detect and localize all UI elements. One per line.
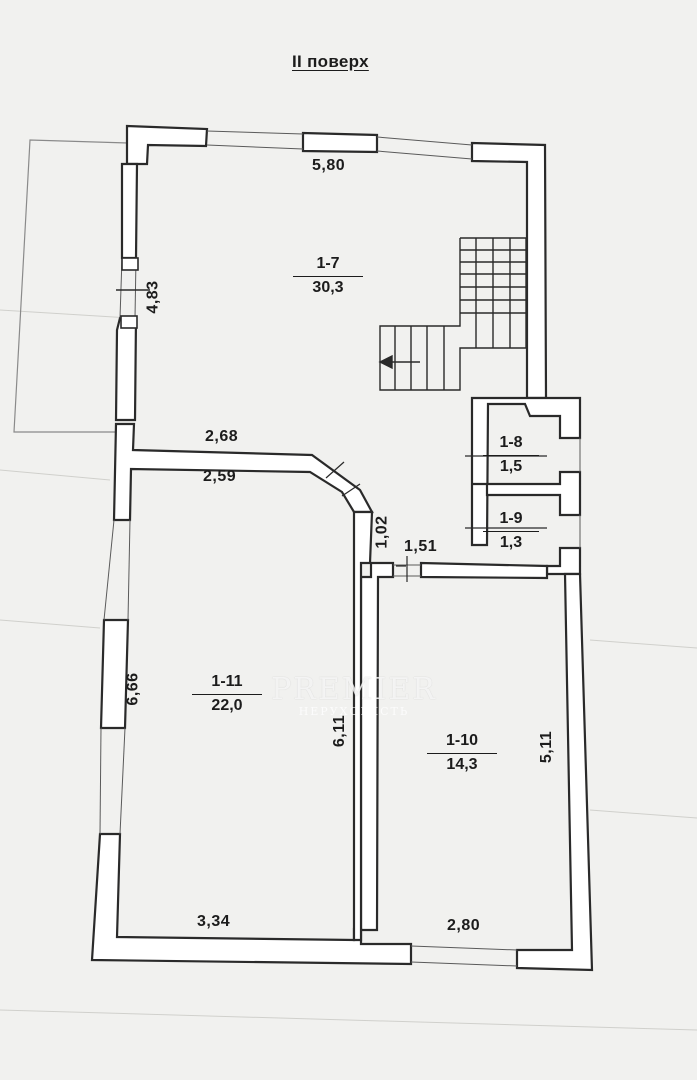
- walls: [90, 124, 594, 972]
- room-area: 14,3: [446, 756, 478, 773]
- room-number: 1-7: [293, 253, 363, 277]
- balcony-outline: [13, 139, 129, 433]
- door-marks: [325, 455, 547, 582]
- room-label-1-10: 1-10 14,3: [427, 730, 497, 776]
- floor-title: II поверх: [292, 52, 369, 71]
- room-label-1-9: 1-9 1,3: [483, 508, 539, 554]
- room-area: 1,5: [499, 458, 523, 475]
- room-label-1-8: 1-8 1,5: [483, 432, 539, 478]
- dimension-right-height-1-10: 5,11: [538, 730, 556, 764]
- room-label-1-7: 1-7 30,3: [293, 253, 363, 299]
- background-lines: [0, 309, 697, 1031]
- dimension-2-68: 2,68: [205, 428, 239, 445]
- watermark-brand: PREMIER: [271, 672, 437, 707]
- left-window-block: [116, 257, 150, 329]
- room-number: 1-8: [483, 432, 539, 456]
- dimension-bottom-1-11: 3,34: [197, 913, 231, 930]
- dimension-inner-height-1-11: 6,11: [331, 714, 349, 748]
- dimension-top-width: 5,80: [312, 157, 346, 174]
- dimension-1-51: 1,51: [404, 538, 438, 555]
- room-number: 1-9: [483, 508, 539, 532]
- dimension-bottom-1-10: 2,80: [447, 917, 481, 934]
- dimension-left-height-1-7: 4,83: [144, 280, 162, 314]
- staircase: [378, 237, 527, 391]
- dimension-1-02: 1,02: [373, 515, 391, 549]
- room-label-1-11: 1-11 22,0: [192, 671, 262, 717]
- room-number: 1-10: [427, 730, 497, 754]
- watermark-logo: PREMIER НЕРУХОМІСТЬ: [244, 672, 464, 718]
- room-number: 1-11: [192, 671, 262, 695]
- window-lines: [99, 130, 581, 967]
- room-area: 30,3: [312, 279, 344, 296]
- dimension-left-height-1-11: 6,66: [124, 672, 142, 706]
- watermark-tagline: НЕРУХОМІСТЬ: [298, 705, 410, 718]
- room-area: 1,3: [499, 534, 523, 551]
- dimension-2-59: 2,59: [203, 468, 237, 485]
- room-area: 22,0: [211, 697, 243, 714]
